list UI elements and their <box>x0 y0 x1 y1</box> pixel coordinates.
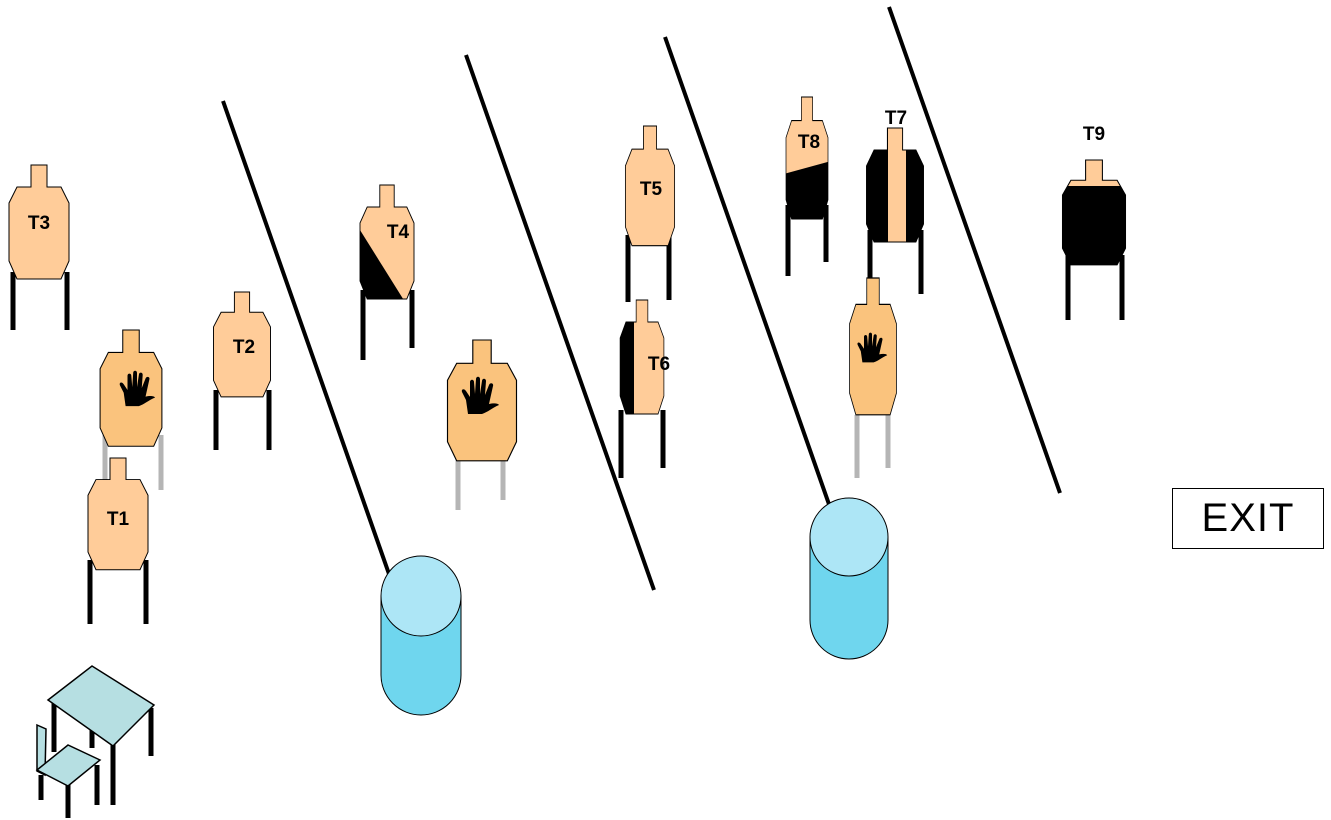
target-label: T7 <box>885 108 907 129</box>
table-and-chair <box>35 665 156 818</box>
target-label: T6 <box>648 354 670 375</box>
target-T2: T2 <box>213 291 272 450</box>
table <box>46 665 156 805</box>
target-label: T4 <box>387 222 410 243</box>
barrel-2 <box>809 497 889 660</box>
no-shoot-1 <box>99 329 164 490</box>
fault-line-1 <box>221 100 391 575</box>
target-T5: T5 <box>624 125 676 302</box>
target-label: T8 <box>798 132 820 153</box>
target-T6: T6 <box>618 299 670 478</box>
target-T3: T3 <box>8 164 70 330</box>
target-label: T3 <box>28 213 50 234</box>
target-T1: T1 <box>87 457 149 624</box>
target-T4: T4 <box>359 184 415 360</box>
fault-line-3 <box>663 36 833 511</box>
fault-line-2 <box>464 54 656 591</box>
target-label: T9 <box>1083 124 1105 145</box>
chair <box>35 723 102 818</box>
target-label: T2 <box>233 337 255 358</box>
fault-line-4 <box>887 6 1062 494</box>
no-shoot-3 <box>848 277 898 478</box>
exit-sign: EXIT <box>1172 488 1324 549</box>
fault-lines <box>221 6 1062 591</box>
barrel-1 <box>380 555 462 716</box>
exit-label: EXIT <box>1201 496 1295 540</box>
target-T7: T7 <box>866 108 924 294</box>
no-shoot-2 <box>446 339 518 510</box>
target-label: T5 <box>640 179 663 200</box>
target-T9: T9 <box>1061 124 1127 320</box>
target-label: T1 <box>107 509 130 530</box>
target-T8: T8 <box>785 96 829 276</box>
